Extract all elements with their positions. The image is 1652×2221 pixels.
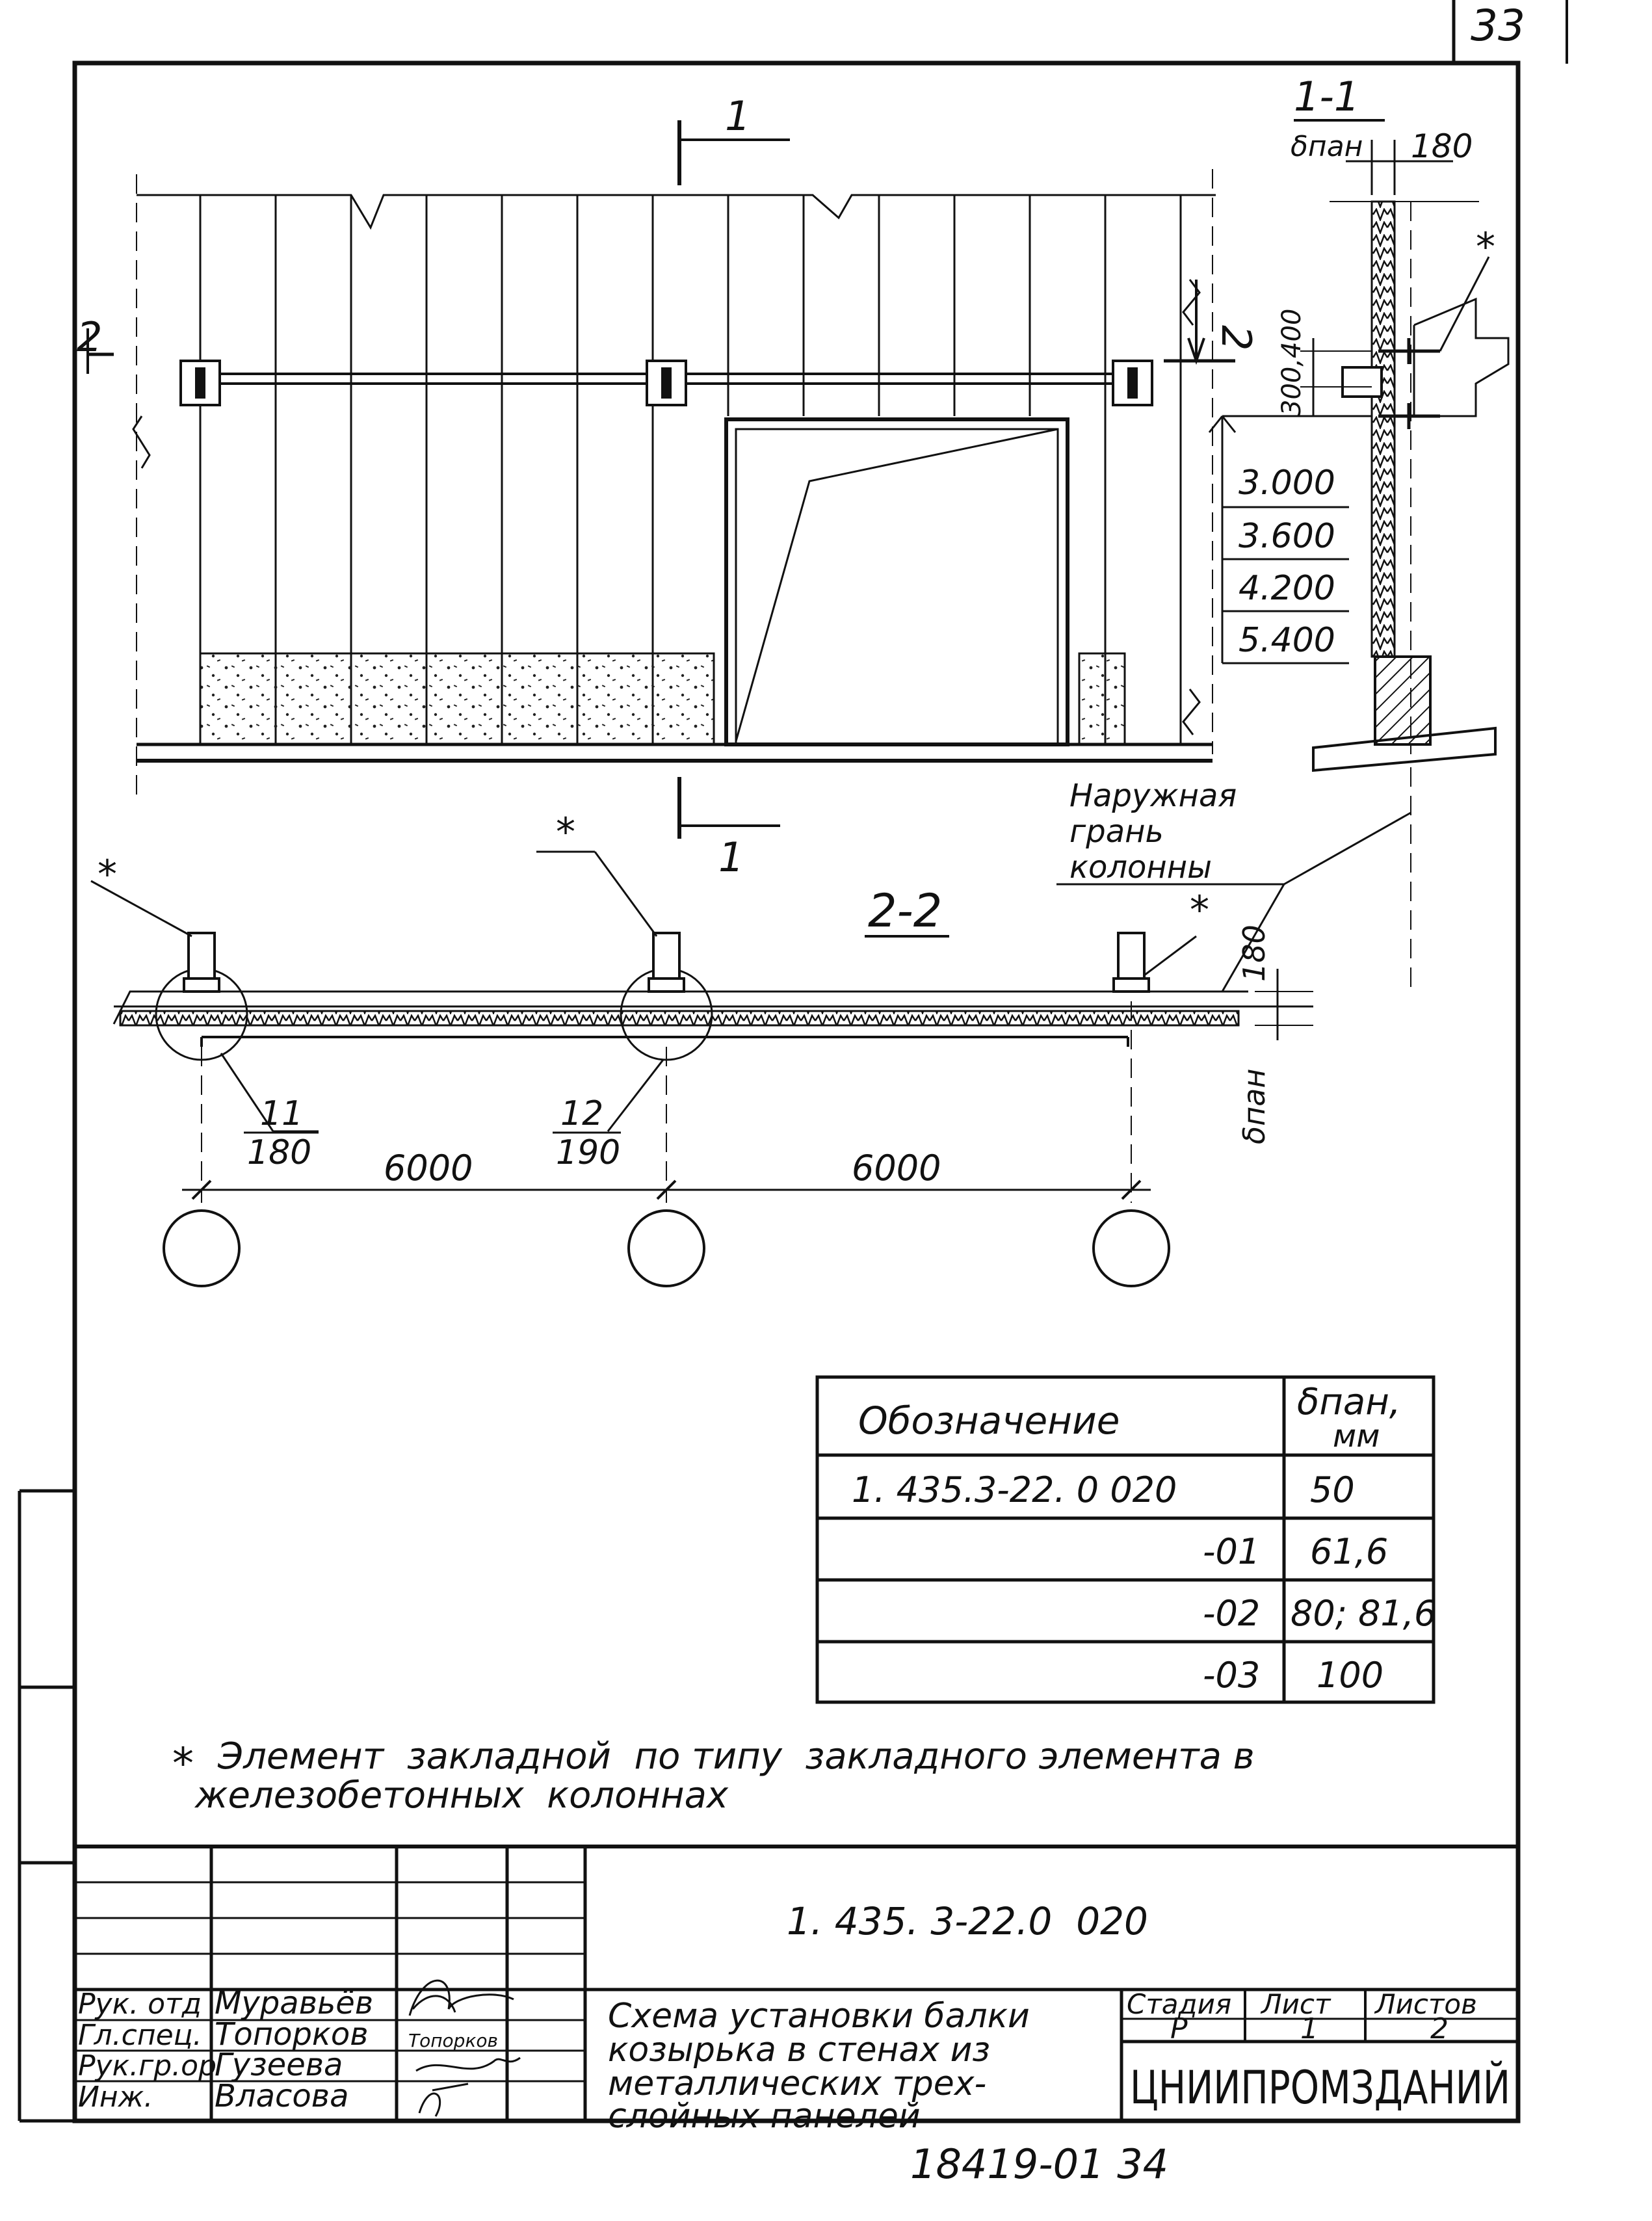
asterisk-right: * <box>1190 887 1209 933</box>
table-row-1-delta: 50 <box>1310 1469 1355 1510</box>
elevation-4: 5.400 <box>1239 621 1335 660</box>
table-header-delta-2: мм <box>1333 1418 1380 1454</box>
table-row-1-designation: 1. 435.3-22. 0 020 <box>852 1469 1177 1510</box>
drawing-title-line-1: Схема установки балки <box>608 1997 1030 2036</box>
signature-toporkov-stamp: Топорков <box>408 2030 498 2051</box>
section-2-2-dim-180: 180 <box>1237 925 1272 982</box>
role-4: Инж. <box>78 2081 153 2114</box>
section-1-1-dim-top: 180 <box>1411 127 1473 165</box>
sheet-value: 1 <box>1300 2012 1318 2045</box>
role-2: Гл.спец. <box>78 2019 202 2052</box>
table-row-4-designation: -03 <box>1203 1655 1260 1696</box>
footnote-line-2: железобетонных колоннах <box>194 1774 729 1817</box>
node-mid-bottom: 190 <box>556 1133 620 1172</box>
organization-name: ЦНИИПРОМЗДАНИЙ <box>1130 2061 1510 2114</box>
column-face-callout-3: колонны <box>1069 849 1212 886</box>
role-1: Рук. отд <box>78 1988 202 2021</box>
cut-1-bottom-label: 1 <box>718 834 744 881</box>
name-1: Муравьёв <box>215 1985 373 2021</box>
table-header-delta-1: δпан, <box>1297 1381 1401 1423</box>
node-left-bottom: 180 <box>247 1133 311 1172</box>
table-row-2-designation: -01 <box>1203 1531 1260 1572</box>
bottom-archive-code: 18419-01 34 <box>910 2140 1168 2188</box>
sheet-number-box: 33 <box>1452 0 1568 64</box>
section-1-1-asterisk: * <box>1476 224 1495 270</box>
span-1-dim: 6000 <box>384 1148 473 1189</box>
name-4: Власова <box>215 2078 348 2114</box>
sheet-number: 33 <box>1471 1 1525 51</box>
sheets-value: 2 <box>1430 2012 1449 2045</box>
table-header-designation: Обозначение <box>858 1399 1120 1443</box>
asterisk-mid: * <box>556 809 575 855</box>
section-1-1-label: 1-1 <box>1294 73 1359 120</box>
spec-table <box>815 1375 1436 1704</box>
cut-1-top-label: 1 <box>725 92 750 140</box>
cut-2-right-label: 2 <box>1213 325 1260 350</box>
table-row-3-delta: 80; 81,6 <box>1291 1593 1436 1634</box>
left-margin-strip <box>18 1489 75 2123</box>
table-row-2-delta: 61,6 <box>1310 1531 1388 1572</box>
footnote-line-1: Элемент закладной по типу закладного эле… <box>217 1735 1255 1778</box>
drawing-title-line-2: козырька в стенах из <box>608 2030 990 2070</box>
name-2: Топорков <box>215 2016 369 2053</box>
sheet-frame <box>72 60 1521 2123</box>
section-2-2 <box>90 767 1411 1287</box>
signatures <box>408 1979 521 2117</box>
stage-label: Стадия <box>1127 1988 1231 2020</box>
section-1-1-delta: δпан <box>1291 130 1363 163</box>
node-left-top: 11 <box>260 1094 303 1133</box>
sheet-label: Лист <box>1260 1988 1331 2020</box>
cut-2-left-label: 2 <box>77 313 102 361</box>
title-block-code: 1. 435. 3-22.0 020 <box>787 1899 1148 1943</box>
drawing-title-line-4: слойных панелей <box>608 2097 921 2136</box>
elevation-1: 3.000 <box>1239 464 1335 503</box>
sheets-label: Листов <box>1374 1988 1477 2020</box>
table-row-3-designation: -02 <box>1203 1593 1260 1634</box>
column-face-callout-1: Наружная <box>1069 778 1237 814</box>
name-3: Гузеева <box>215 2047 343 2083</box>
asterisk-left: * <box>98 852 117 897</box>
footnote-marker: * <box>172 1739 194 1789</box>
elevation-view <box>86 120 1235 839</box>
table-row-4-delta: 100 <box>1317 1655 1383 1696</box>
elevation-2: 3.600 <box>1239 517 1335 556</box>
column-face-callout-2: грань <box>1069 813 1164 850</box>
stage-value: Р <box>1170 2012 1188 2045</box>
node-mid-top: 12 <box>560 1094 603 1133</box>
elevation-3: 4.200 <box>1239 569 1335 608</box>
drawing-title-line-3: металлических трех- <box>608 2064 986 2103</box>
title-block-grid <box>75 1845 1518 2121</box>
section-2-2-delta: δпан <box>1237 1069 1272 1144</box>
section-1-1 <box>1208 119 1510 772</box>
role-3: Рук.гр.ор <box>78 2049 216 2083</box>
section-1-1-dim-vertical: 300,400 <box>1277 309 1307 416</box>
section-2-2-label: 2-2 <box>868 884 942 938</box>
span-2-dim: 6000 <box>852 1148 941 1189</box>
